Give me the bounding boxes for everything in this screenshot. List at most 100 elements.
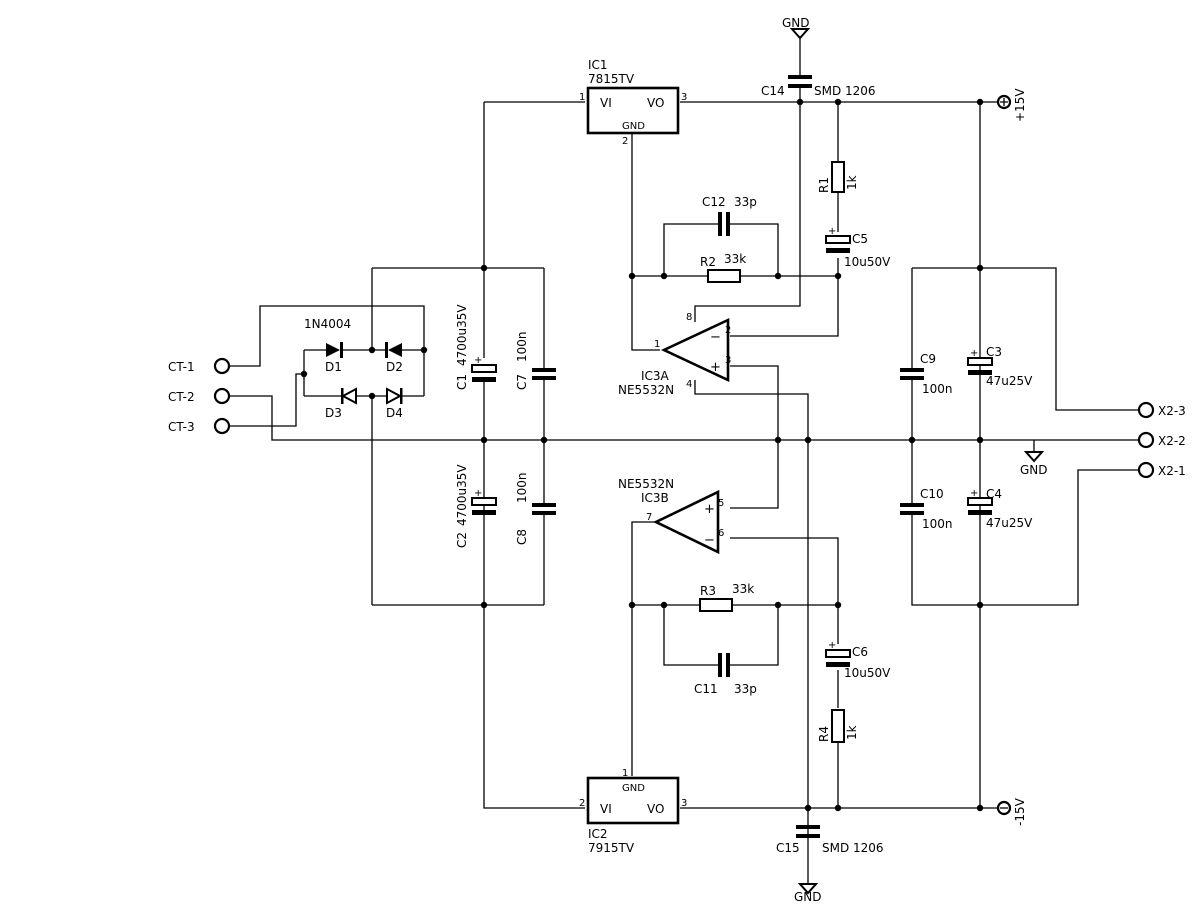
ic3a-plus-sign: + <box>710 360 721 375</box>
minus-15v-label: -15V <box>1013 797 1027 826</box>
ic2-value: 7915TV <box>588 841 635 855</box>
ic2-pin-out: 3 <box>681 798 687 809</box>
input-connector-ct2[interactable]: CT-2 <box>168 387 231 405</box>
ic3a-pin-out: 1 <box>654 339 660 350</box>
c15-value: SMD 1206 <box>822 841 884 855</box>
c11-name: C11 <box>694 682 718 696</box>
output-connector-x2-1[interactable]: X2-1 <box>1137 461 1186 479</box>
output-connector-x2-2[interactable]: X2-2 <box>1137 431 1186 449</box>
c2-name: C2 <box>455 532 469 548</box>
ic2-vi-label: VI <box>600 802 612 816</box>
ic3a-value: NE5532N <box>618 383 674 397</box>
d1-diode <box>326 342 343 358</box>
ic1-gnd-label: GND <box>622 121 645 132</box>
ic3b-pin-out: 7 <box>646 512 652 523</box>
x2-2-label: X2-2 <box>1158 434 1186 448</box>
r1-name: R1 <box>817 177 831 193</box>
ic2-name: IC2 <box>588 827 608 841</box>
ic3b-opamp: + − 7 5 6 NE5532N IC3B <box>618 477 724 555</box>
c5-name: C5 <box>852 232 868 246</box>
gnd-bottom-label: GND <box>794 890 822 904</box>
ic1-pin-out: 3 <box>681 92 687 103</box>
r4-resistor: R4 1k <box>817 709 859 743</box>
c1-capacitor: + C1 4700u35V <box>455 304 497 390</box>
c14-capacitor: C14 SMD 1206 <box>761 75 876 98</box>
ic2-pin-gnd: 1 <box>622 768 628 779</box>
gnd-top-symbol: GND <box>782 16 811 40</box>
ic3a-pin-inv: 2 <box>725 325 731 336</box>
gnd-mid-label: GND <box>1020 463 1048 477</box>
c7-name: C7 <box>515 374 529 390</box>
ic1-pin-gnd: 2 <box>622 136 628 147</box>
bridge-part-label: 1N4004 <box>304 317 351 331</box>
input-connector-ct1[interactable]: CT-1 <box>168 357 231 375</box>
d3-label: D3 <box>325 406 342 420</box>
gnd-top-label: GND <box>782 16 810 30</box>
r2-value: 33k <box>724 252 746 266</box>
c2-plus: + <box>474 488 482 499</box>
c8-capacitor: C8 100n <box>515 472 556 545</box>
c1-name: C1 <box>455 374 469 390</box>
c3-plus: + <box>970 348 978 359</box>
c2-capacitor: + C2 4700u35V <box>455 464 497 548</box>
c6-name: C6 <box>852 645 868 659</box>
x2-1-label: X2-1 <box>1158 464 1186 478</box>
ic3b-plus-sign: + <box>704 502 715 517</box>
ic3a-pin-vcc: 8 <box>686 312 692 323</box>
c4-name: C4 <box>986 487 1002 501</box>
c6-plus: + <box>828 640 836 651</box>
ic2-gnd-label: GND <box>622 783 645 794</box>
c11-capacitor: C11 33p <box>694 653 757 696</box>
c10-capacitor: C10 100n <box>900 487 953 531</box>
r2-name: R2 <box>700 255 716 269</box>
ic1-value: 7815TV <box>588 72 635 86</box>
ic1-vi-label: VI <box>600 96 612 110</box>
gnd-bottom-symbol: GND <box>794 883 822 904</box>
ic1-pin-in: 1 <box>579 92 585 103</box>
ic1-regulator: VI VO GND 1 2 3 IC1 7815TV <box>579 58 687 147</box>
c7-capacitor: C7 100n <box>515 331 556 390</box>
c8-name: C8 <box>515 529 529 545</box>
c3-capacitor: + C3 47u25V <box>967 345 1033 388</box>
input-connector-ct3[interactable]: CT-3 <box>168 417 231 435</box>
c3-value: 47u25V <box>986 374 1033 388</box>
r4-name: R4 <box>817 726 831 742</box>
bridge-rectifier: 1N4004 D1 D2 D3 D4 <box>304 317 403 420</box>
c9-capacitor: C9 100n <box>900 352 953 396</box>
c11-value: 33p <box>734 682 757 696</box>
r1-value: 1k <box>845 175 859 190</box>
ic1-name: IC1 <box>588 58 608 72</box>
ct3-label: CT-3 <box>168 420 195 434</box>
c10-value: 100n <box>922 517 953 531</box>
d1-label: D1 <box>325 360 342 374</box>
x2-3-label: X2-3 <box>1158 404 1186 418</box>
ic3a-minus-sign: − <box>710 330 721 345</box>
ct2-label: CT-2 <box>168 390 195 404</box>
c3-name: C3 <box>986 345 1002 359</box>
d4-label: D4 <box>386 406 403 420</box>
c14-name: C14 <box>761 84 785 98</box>
d3-diode <box>340 387 357 405</box>
ic3a-opamp: − + 1 2 3 8 4 IC3A NE5532N <box>618 312 731 397</box>
c15-capacitor: C15 SMD 1206 <box>776 825 884 855</box>
r3-value: 33k <box>732 582 754 596</box>
plus-15v-label: +15V <box>1013 88 1027 122</box>
c12-value: 33p <box>734 195 757 209</box>
ic3a-pin-vee: 4 <box>686 379 692 390</box>
ic1-vo-label: VO <box>647 96 664 110</box>
c5-capacitor: + C5 10u50V <box>825 226 891 269</box>
output-connector-x2-3[interactable]: X2-3 <box>1137 401 1186 419</box>
ic2-pin-in: 2 <box>579 798 585 809</box>
c12-capacitor: C12 33p <box>702 195 757 236</box>
d2-label: D2 <box>386 360 403 374</box>
c6-value: 10u50V <box>844 666 891 680</box>
plus-15v-terminal: +15V <box>996 88 1027 122</box>
ic3a-pin-noninv: 3 <box>725 355 731 366</box>
c5-plus: + <box>828 226 836 237</box>
wires <box>230 38 1140 884</box>
ic3a-name: IC3A <box>641 369 670 383</box>
c15-name: C15 <box>776 841 800 855</box>
d4-diode <box>386 387 403 405</box>
c7-value: 100n <box>515 331 529 362</box>
